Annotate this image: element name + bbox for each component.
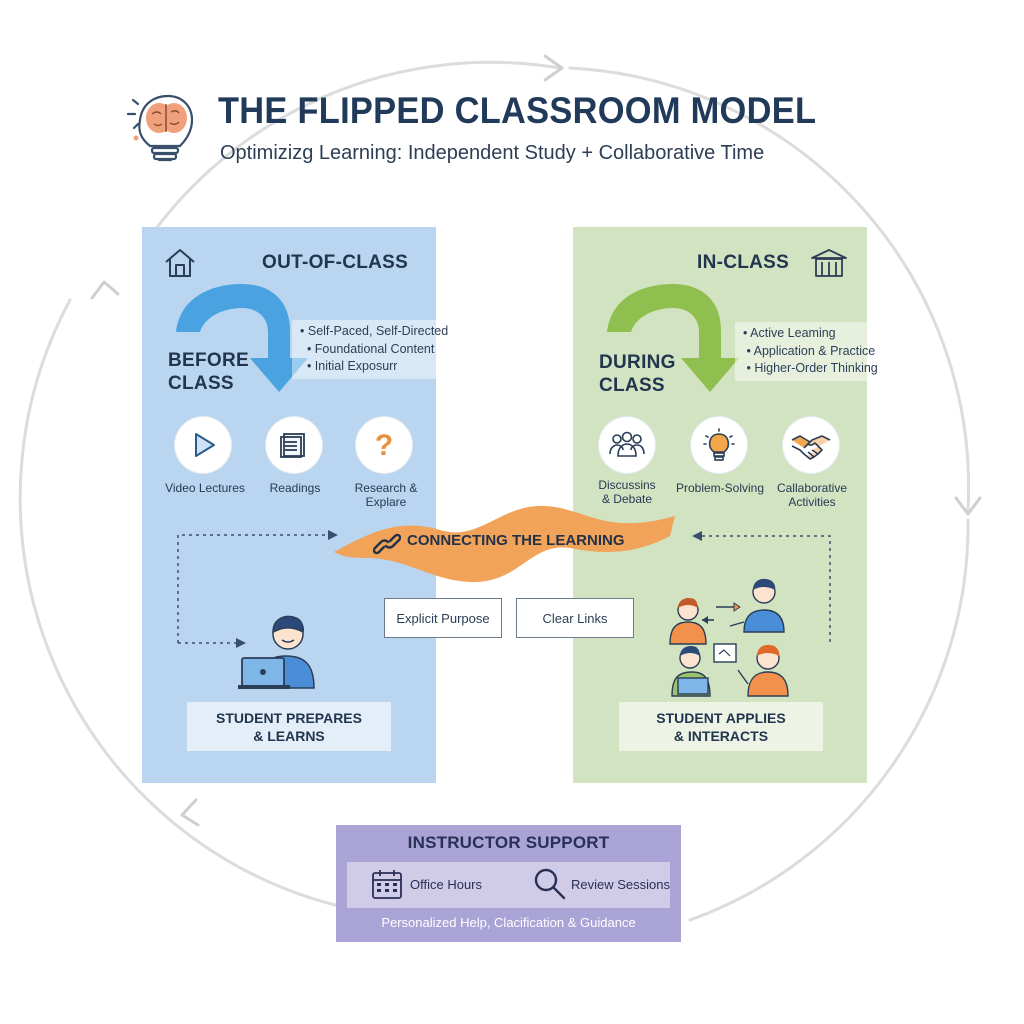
- house-icon: [165, 249, 195, 277]
- video-lectures-label: Video Lectures: [165, 481, 245, 495]
- readings-item: [266, 417, 322, 473]
- video-lectures-item: [175, 417, 231, 473]
- discussions-item: [599, 417, 655, 473]
- student-laptop-icon: [238, 615, 315, 689]
- calendar-icon: [372, 870, 402, 899]
- instructor-support-footer: Personalized Help, Clacification & Guida…: [381, 915, 636, 930]
- bullet-item: Self-Paced, Self-Directed: [307, 324, 449, 338]
- before-class-arrow: [176, 284, 308, 392]
- collaborative-activities-item: [783, 417, 839, 473]
- during-class-arrow: [607, 284, 739, 392]
- in-class-title: IN-CLASS: [697, 252, 790, 273]
- bullet-item: Initial Exposurr: [314, 359, 398, 373]
- instructor-support-title: INSTRUCTOR SUPPORT: [407, 833, 610, 852]
- problem-solving-label: Problem-Solving: [675, 481, 765, 495]
- problem-solving-item: [691, 417, 747, 473]
- group-icon: [609, 431, 645, 457]
- review-sessions-label: Review Sessions: [571, 877, 670, 892]
- handshake-icon: [791, 435, 831, 460]
- student-prepares-box: STUDENT PREPARES & LEARNS: [187, 702, 391, 751]
- brain-lightbulb-icon: [126, 94, 194, 162]
- bullet-item: Foundational Content: [314, 341, 435, 356]
- play-icon: [195, 433, 215, 457]
- bullet-item: Higher-Order Thinking: [754, 361, 878, 375]
- chain-link-icon: [373, 533, 401, 555]
- explicit-purpose-box: Explicit Purpose: [384, 598, 502, 638]
- lightbulb-icon: [703, 428, 735, 461]
- right-dotted-arrow: [692, 531, 831, 642]
- connecting-label: CONNECTING THE LEARNING: [407, 532, 625, 549]
- research-explore-item: ?: [356, 417, 412, 473]
- out-of-class-bullets: • Self-Paced, Self-Directed • Foundation…: [292, 320, 448, 379]
- school-building-icon: [811, 249, 847, 277]
- book-icon: [280, 433, 305, 458]
- bullet-item: Active Leaming: [750, 326, 836, 340]
- question-icon: ?: [375, 429, 393, 461]
- during-class-label: DURING CLASS: [599, 352, 676, 396]
- page-subtitle: Optimizizg Learning: Independent Study +…: [220, 142, 765, 164]
- left-dotted-arrow: [177, 530, 338, 648]
- in-class-bullets: • Active Leaming • Application & Practic…: [735, 322, 881, 381]
- bullet-item: Application & Practice: [753, 343, 876, 358]
- readings-label: Readings: [269, 481, 321, 495]
- clear-links-box: Clear Links: [516, 598, 634, 638]
- student-applies-box: STUDENT APPLIES & INTERACTS: [619, 702, 823, 751]
- svg-text:?: ?: [375, 429, 393, 461]
- discussions-label: Discussins & Debate: [598, 478, 656, 506]
- out-of-class-title: OUT-OF-CLASS: [262, 252, 409, 273]
- before-class-label: BEFORE CLASS: [168, 350, 249, 394]
- page-title: THE FLIPPED CLASSROOM MODEL: [218, 90, 817, 131]
- magnifier-icon: [534, 868, 566, 900]
- collaborative-activities-label: Callaborative Activities: [776, 481, 848, 509]
- connecting-ribbon: [334, 505, 675, 583]
- students-collaborating-icon: [669, 578, 789, 697]
- office-hours-label: Office Hours: [410, 877, 483, 892]
- research-explore-label: Research & Explare: [354, 481, 418, 509]
